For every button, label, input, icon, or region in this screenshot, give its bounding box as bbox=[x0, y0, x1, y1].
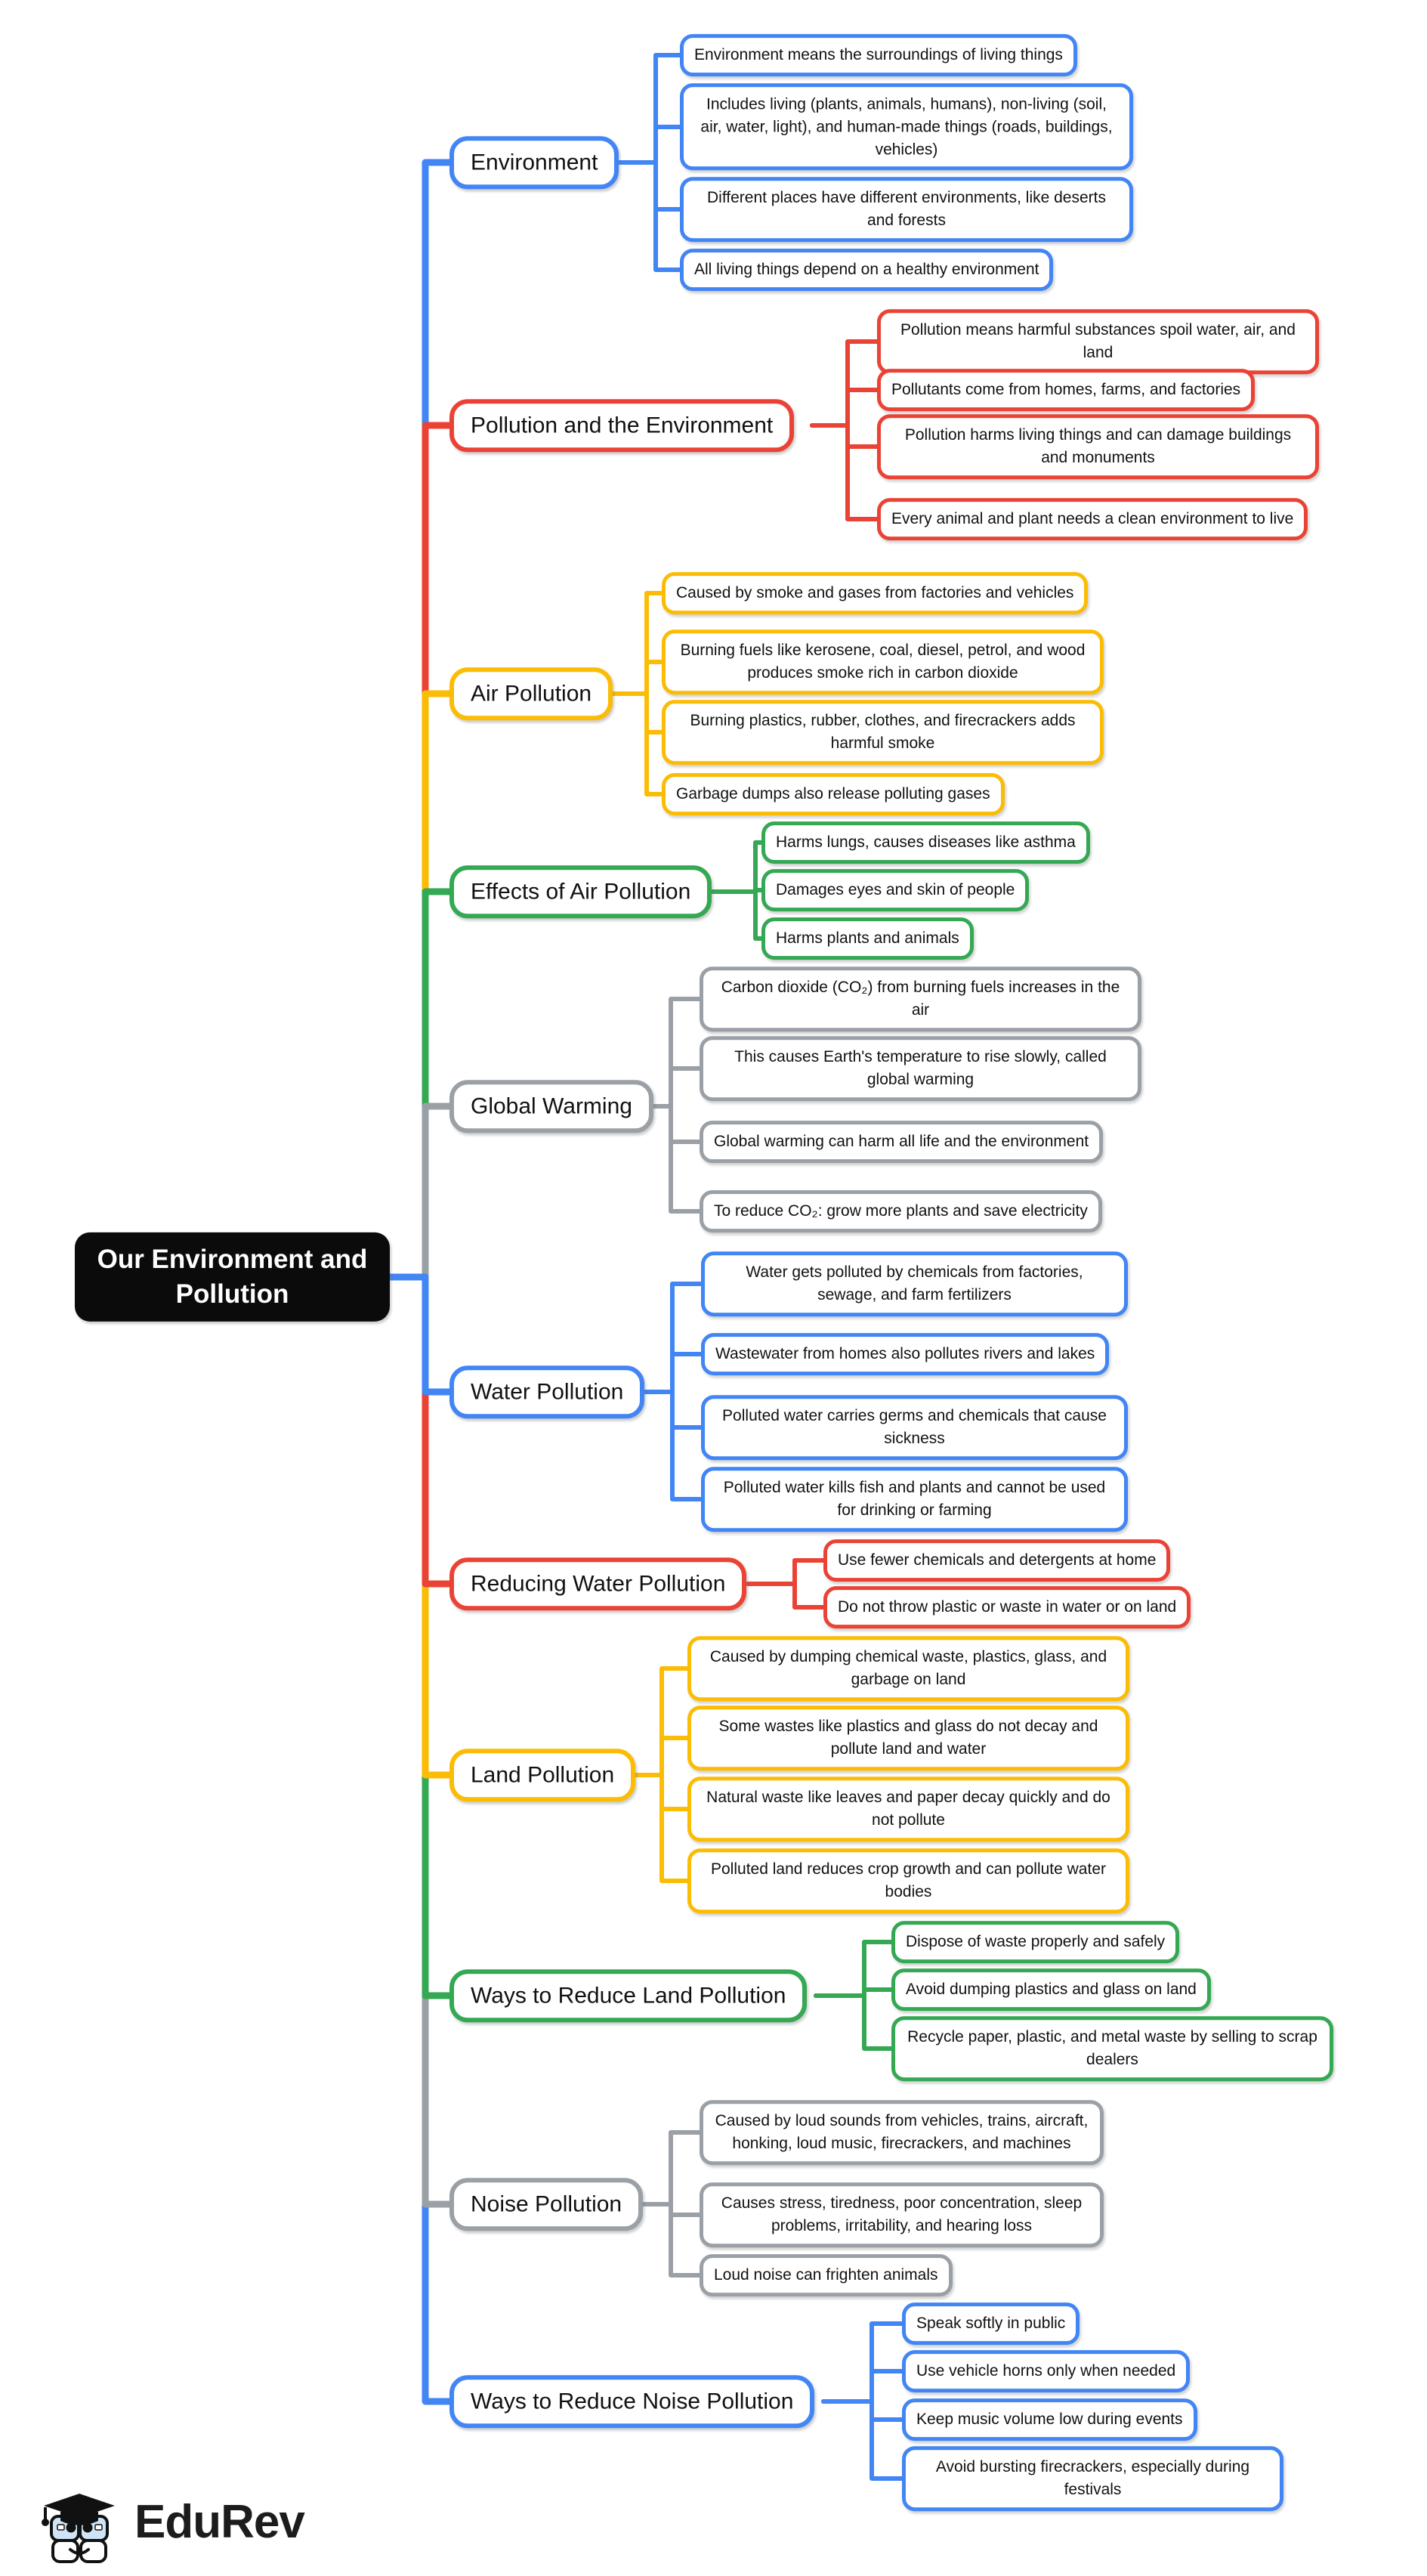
child-node[interactable]: All living things depend on a healthy en… bbox=[680, 249, 1054, 291]
child-node[interactable]: Avoid bursting firecrackers, especially … bbox=[902, 2446, 1283, 2511]
branch-water-pollution[interactable]: Water Pollution bbox=[449, 1365, 645, 1418]
child-node[interactable]: Use vehicle horns only when needed bbox=[902, 2350, 1191, 2392]
child-node[interactable]: Damages eyes and skin of people bbox=[761, 869, 1030, 911]
child-node[interactable]: Use fewer chemicals and detergents at ho… bbox=[823, 1539, 1171, 1582]
edurev-mascot-icon bbox=[42, 2494, 115, 2563]
branch-pollution-and-environment[interactable]: Pollution and the Environment bbox=[449, 399, 795, 452]
child-node[interactable]: Pollution means harmful substances spoil… bbox=[877, 309, 1319, 374]
branch-land-pollution[interactable]: Land Pollution bbox=[449, 1749, 636, 1801]
child-node[interactable]: Polluted water kills fish and plants and… bbox=[701, 1467, 1128, 1532]
child-node[interactable]: Includes living (plants, animals, humans… bbox=[680, 83, 1133, 171]
branch-environment[interactable]: Environment bbox=[449, 136, 619, 189]
child-node[interactable]: This causes Earth's temperature to rise … bbox=[700, 1036, 1141, 1101]
child-node[interactable]: Burning plastics, rubber, clothes, and f… bbox=[662, 700, 1104, 765]
child-node[interactable]: Avoid dumping plastics and glass on land bbox=[891, 1968, 1211, 2011]
child-node[interactable]: Harms plants and animals bbox=[761, 917, 974, 960]
child-node[interactable]: Natural waste like leaves and paper deca… bbox=[687, 1777, 1129, 1842]
child-node[interactable]: Water gets polluted by chemicals from fa… bbox=[701, 1251, 1128, 1316]
child-node[interactable]: Speak softly in public bbox=[902, 2302, 1080, 2345]
child-node[interactable]: Loud noise can frighten animals bbox=[700, 2254, 953, 2296]
child-node[interactable]: Causes stress, tiredness, poor concentra… bbox=[700, 2182, 1104, 2247]
child-node[interactable]: Caused by smoke and gases from factories… bbox=[662, 572, 1089, 614]
child-node[interactable]: Polluted water carries germs and chemica… bbox=[701, 1395, 1128, 1460]
child-node[interactable]: Polluted land reduces crop growth and ca… bbox=[687, 1848, 1129, 1913]
branch-ways-reduce-land-pollution[interactable]: Ways to Reduce Land Pollution bbox=[449, 1969, 808, 2022]
branch-ways-reduce-noise-pollution[interactable]: Ways to Reduce Noise Pollution bbox=[449, 2375, 815, 2428]
edurev-brand-text: EduRev bbox=[134, 2495, 305, 2548]
child-node[interactable]: Pollution harms living things and can da… bbox=[877, 414, 1319, 479]
branch-effects-of-air-pollution[interactable]: Effects of Air Pollution bbox=[449, 865, 712, 918]
child-node[interactable]: Carbon dioxide (CO₂) from burning fuels … bbox=[700, 966, 1141, 1031]
child-node[interactable]: Garbage dumps also release polluting gas… bbox=[662, 773, 1005, 815]
child-node[interactable]: Wastewater from homes also pollutes rive… bbox=[701, 1333, 1110, 1375]
child-node[interactable]: Every animal and plant needs a clean env… bbox=[877, 498, 1308, 540]
child-node[interactable]: Global warming can harm all life and the… bbox=[700, 1121, 1104, 1163]
child-node[interactable]: Some wastes like plastics and glass do n… bbox=[687, 1705, 1129, 1770]
child-node[interactable]: To reduce CO₂: grow more plants and save… bbox=[700, 1190, 1102, 1232]
branch-air-pollution[interactable]: Air Pollution bbox=[449, 667, 613, 720]
child-node[interactable]: Burning fuels like kerosene, coal, diese… bbox=[662, 629, 1104, 694]
child-node[interactable]: Environment means the surroundings of li… bbox=[680, 34, 1077, 76]
branch-reducing-water-pollution[interactable]: Reducing Water Pollution bbox=[449, 1557, 747, 1610]
edurev-logo: EduRev bbox=[35, 2477, 305, 2566]
child-node[interactable]: Different places have different environm… bbox=[680, 177, 1133, 242]
child-node[interactable]: Keep music volume low during events bbox=[902, 2398, 1197, 2441]
child-node[interactable]: Caused by loud sounds from vehicles, tra… bbox=[700, 2100, 1104, 2165]
branch-noise-pollution[interactable]: Noise Pollution bbox=[449, 2178, 644, 2231]
child-node[interactable]: Dispose of waste properly and safely bbox=[891, 1921, 1180, 1963]
child-node[interactable]: Caused by dumping chemical waste, plasti… bbox=[687, 1636, 1129, 1701]
child-node[interactable]: Do not throw plastic or waste in water o… bbox=[823, 1586, 1191, 1628]
child-node[interactable]: Harms lungs, causes diseases like asthma bbox=[761, 821, 1090, 864]
root-node[interactable]: Our Environment and Pollution bbox=[75, 1232, 390, 1322]
child-node[interactable]: Recycle paper, plastic, and metal waste … bbox=[891, 2016, 1333, 2081]
branch-global-warming[interactable]: Global Warming bbox=[449, 1080, 653, 1133]
child-node[interactable]: Pollutants come from homes, farms, and f… bbox=[877, 369, 1256, 411]
